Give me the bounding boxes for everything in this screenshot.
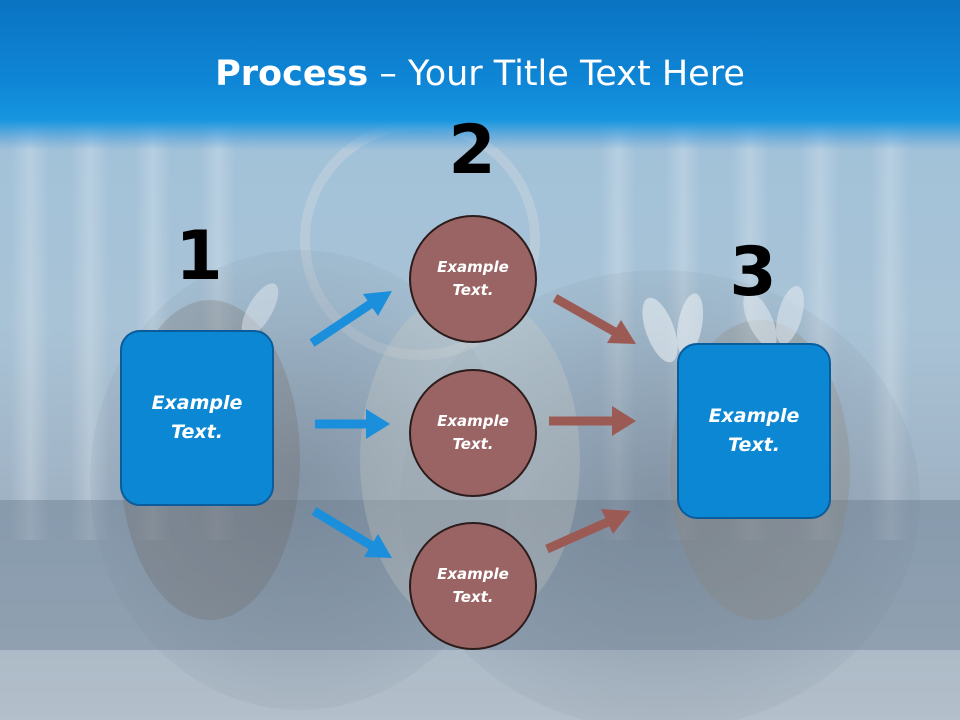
title-bold: Process [215,54,369,94]
step-2-circle-bottom: Example Text. [409,522,537,650]
step-1-box: Example Text. [120,330,274,506]
arrow-1-to-top [309,291,392,347]
step-1-text: Example Text. [151,392,243,443]
arrow-top-to-3 [552,294,636,344]
step-number-1: 1 [175,217,223,296]
step-number-2: 2 [448,111,496,190]
step-3-text: Example Text. [708,405,800,456]
arrow-middle-to-3 [549,406,636,436]
step-2-circle-middle: Example Text. [409,369,537,497]
arrow-bottom-to-3 [545,509,631,554]
title-rest: – Your Title Text Here [368,54,745,94]
slide-title: Process – Your Title Text Here [0,52,960,96]
step-number-3: 3 [729,233,777,312]
step-3-box: Example Text. [677,343,831,519]
step-2-circle-top: Example Text. [409,215,537,343]
circle-top-text: Example Text. [437,258,509,299]
circle-middle-text: Example Text. [437,412,509,453]
arrow-1-to-bottom [311,507,392,558]
arrow-1-to-middle [315,409,390,439]
circle-bottom-text: Example Text. [437,565,509,606]
title-band [0,0,960,150]
